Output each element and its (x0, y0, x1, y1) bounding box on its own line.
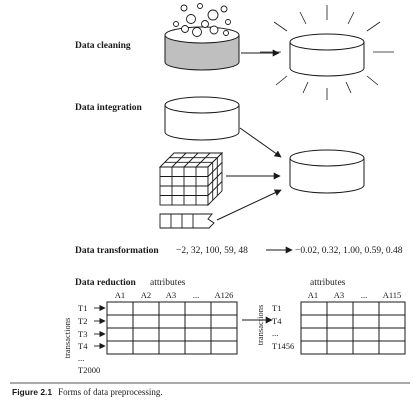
clean-data-cylinder (289, 33, 365, 77)
right-column-headers: A1 A3 ... A115 (308, 290, 401, 300)
figure-number: Figure 2.1 (12, 387, 53, 397)
left-row-header: T2000 (78, 365, 100, 375)
bubbles (173, 3, 231, 37)
integration-arrows (216, 127, 282, 221)
left-column-headers: A1 A2 A3 ... A126 (115, 290, 234, 300)
right-attributes-heading: attributes (310, 278, 346, 288)
right-col-header: A115 (383, 290, 402, 300)
left-col-header: A3 (166, 290, 176, 300)
figure-caption: Figure 2.1 Forms of data preprocessing. (12, 387, 412, 397)
right-col-header: A1 (308, 290, 318, 300)
right-col-header: A3 (334, 290, 344, 300)
left-col-header: A126 (215, 290, 234, 300)
left-table-grid (106, 301, 238, 355)
right-row-headers: T1 T4 ... T1456 (272, 303, 294, 351)
shine-rays (260, 5, 394, 100)
left-col-header: A2 (141, 290, 151, 300)
right-col-header: ... (361, 290, 367, 300)
label-data-transformation: Data transformation (75, 246, 159, 256)
caption-text: Forms of data preprocessing. (58, 387, 163, 397)
label-data-cleaning: Data cleaning (75, 41, 131, 51)
left-transactions-label: transactions (62, 318, 72, 359)
right-transactions-label: transactions (255, 305, 265, 346)
left-row-ticks (94, 304, 106, 350)
integrated-cylinder (289, 149, 365, 194)
right-table-grid (300, 301, 406, 355)
left-row-header: ... (78, 353, 84, 363)
right-row-header: T1456 (272, 341, 294, 351)
left-row-header: T3 (78, 329, 87, 339)
left-attributes-heading: attributes (150, 278, 186, 288)
right-row-header: T4 (272, 316, 282, 326)
left-col-header: ... (193, 290, 199, 300)
right-row-header: ... (272, 328, 278, 338)
left-row-headers: T1 T2 T3 T4 ... T2000 (78, 303, 100, 375)
transformation-input: −2, 32, 100, 59, 48 (176, 246, 248, 256)
transformation-output: −0.02, 0.32, 1.00, 0.59, 0.48 (295, 246, 403, 256)
source-cylinder (164, 96, 240, 141)
left-col-header: A1 (115, 290, 125, 300)
flat-file-strip (159, 213, 215, 229)
label-data-integration: Data integration (75, 103, 142, 113)
left-row-header: T4 (78, 341, 88, 351)
left-row-header: T2 (78, 316, 87, 326)
label-data-reduction: Data reduction (75, 278, 136, 288)
data-cube (158, 151, 224, 207)
right-row-header: T1 (272, 303, 281, 313)
left-row-header: T1 (78, 303, 87, 313)
